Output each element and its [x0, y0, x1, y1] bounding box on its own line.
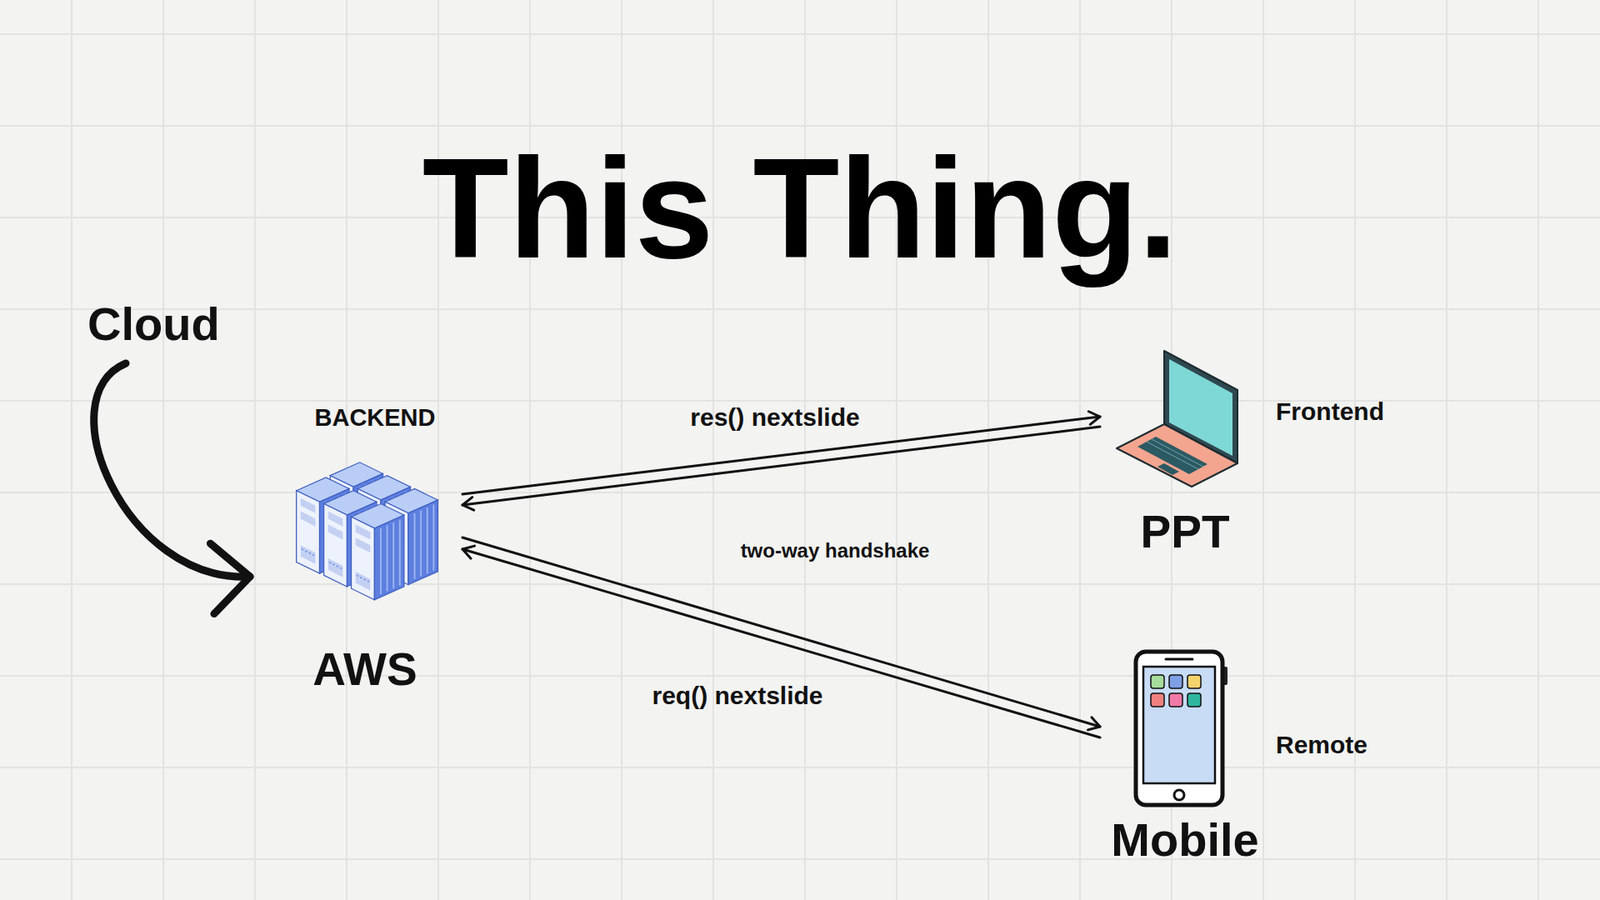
arrow-head — [210, 543, 250, 614]
connector-path — [462, 549, 1100, 738]
node-role: Remote — [1275, 730, 1410, 760]
laptop-icon — [1112, 346, 1250, 489]
diagram-title: This Thing. — [0, 123, 1600, 294]
connector-line — [462, 426, 1100, 510]
diagram-node: BACKEND AWS — [250, 400, 463, 700]
diagram-node: PPTFrontend — [1100, 341, 1417, 550]
connector-line — [462, 537, 1100, 730]
connector-path — [462, 537, 1100, 727]
connector-path — [462, 426, 1100, 505]
node-role: Frontend — [1275, 396, 1410, 427]
node-title: AWS — [290, 641, 440, 697]
connector-line — [462, 545, 1100, 738]
arrow-head — [462, 497, 475, 511]
edge-label: res() nextslide — [650, 402, 900, 433]
edge-label: req() nextslide — [612, 680, 863, 711]
node-title: Cloud — [87, 295, 246, 352]
node-heading: BACKEND — [300, 403, 450, 433]
arrow-head — [462, 545, 475, 559]
server-icon — [285, 449, 445, 602]
arrow-head — [1088, 411, 1100, 425]
phone-icon — [1132, 648, 1230, 809]
diagram-node: Mobile Remote — [1100, 641, 1417, 880]
connector-path — [94, 363, 250, 577]
diagram-node: Cloud — [87, 295, 250, 359]
node-title: PPT — [1101, 504, 1269, 560]
curved-arrow — [94, 363, 250, 615]
edge-note: two-way handshake — [710, 539, 960, 564]
arrow-head — [1088, 717, 1100, 730]
node-title: Mobile — [1101, 811, 1269, 868]
